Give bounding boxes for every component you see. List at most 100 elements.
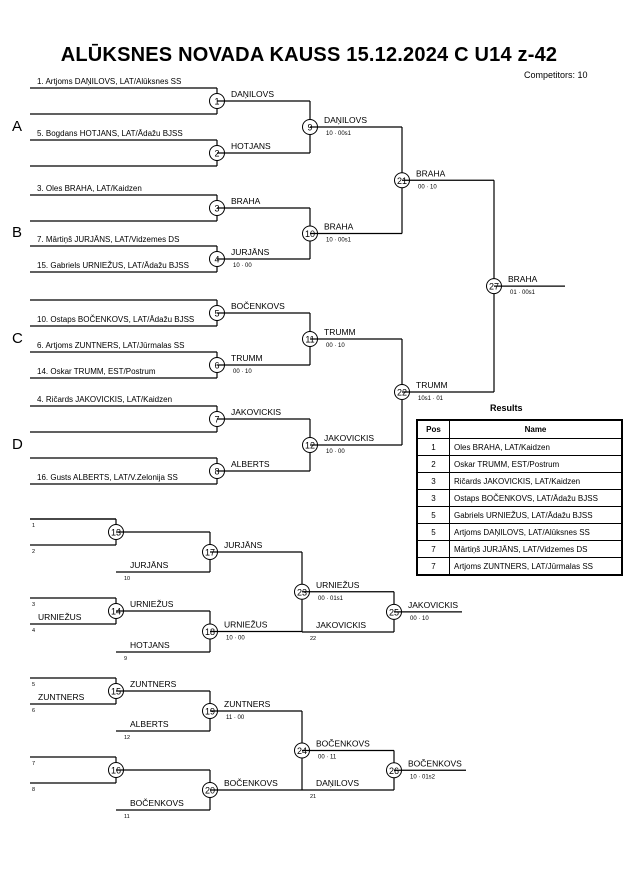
match-winner-name: BRAHA [324,222,354,232]
results-col-name: Name [449,419,623,439]
entry-name: 16. Gusts ALBERTS, LAT/V.Zelonija SS [37,473,178,482]
repechage-source: 22 [310,636,316,642]
repechage-source: 3 [32,602,35,608]
pool-label-c: C [12,330,23,347]
match-winner-name: TRUMM [324,327,356,337]
pool-label-b: B [12,224,23,241]
match-winner-name: ZUNTNERS [130,679,177,689]
repechage-entry-name: HOTJANS [130,640,170,650]
entry-name: 3. Oles BRAHA, LAT/Kaidzen [37,184,142,193]
repechage-entry-name: JAKOVICKIS [316,620,366,630]
match-score: 00 · 11 [318,755,337,761]
match-winner-name: JAKOVICKIS [324,433,374,443]
results-name: Artjoms DAŅILOVS, LAT/Alūksnes SS [449,523,623,541]
entry-name: 15. Gabriels URNIEŽUS, LAT/Ādažu BJSS [37,261,189,270]
results-pos: 1 [416,438,450,456]
repechage-entry-name: BOČENKOVS [130,798,184,808]
entry-name: 1. Artjoms DAŅILOVS, LAT/Alūksnes SS [37,77,181,86]
bronze-winner-name: BOČENKOVS [408,758,462,768]
results-header-row: Pos Name [416,419,623,439]
match-score: 00 · 01s1 [318,596,344,602]
pool-label-a: A [12,118,23,135]
match-score: 00 · 10 [233,369,252,375]
match-winner-name: BOČENKOVS [231,301,285,311]
results-col-pos: Pos [416,419,450,439]
entry-name: 14. Oskar TRUMM, EST/Postrum [37,367,156,376]
results-pos: 5 [416,506,450,524]
repechage-source: 5 [32,682,35,688]
results-name: Oles BRAHA, LAT/Kaidzen [449,438,623,456]
match-winner-name: JAKOVICKIS [231,407,281,417]
match-winner-name: DAŅILOVS [231,89,274,99]
match-winner-name: TRUMM [416,380,448,390]
repechage-source: 21 [310,794,316,800]
repechage-source: 6 [32,708,35,714]
match-score: 10 · 00 [233,263,252,269]
match-winner-name: BRAHA [231,196,261,206]
match-score: 00 · 10 [326,343,345,349]
final-winner-name: BRAHA [508,274,538,284]
match-winner-name: DAŅILOVS [324,115,367,125]
repechage-entry-name: ZUNTNERS [38,692,85,702]
page-title: ALŪKSNES NOVADA KAUSS 15.12.2024 C U14 z… [60,44,558,66]
match-winner-name: ALBERTS [231,459,270,469]
results-name: Mārtiņš JURJĀNS, LAT/Vidzemes DS [449,540,623,558]
repechage-source: 10 [124,576,130,582]
results-name: Artjoms ZUNTNERS, LAT/Jūrmalas SS [449,557,623,576]
entry-name: 4. Ričards JAKOVICKIS, LAT/Kaidzen [37,395,172,404]
match-score: 10 · 01s2 [410,774,436,780]
results-pos: 7 [416,540,450,558]
entry-name: 7. Mārtiņš JURJĀNS, LAT/Vidzemes DS [37,235,179,244]
results-pos: 5 [416,523,450,541]
match-winner-name: ZUNTNERS [224,699,271,709]
results-name: Ostaps BOČENKOVS, LAT/Ādažu BJSS [449,489,623,507]
repechage-entry-name: JURJĀNS [130,560,169,570]
repechage-entry-name: URNIEŽUS [38,612,82,622]
pool-label-d: D [12,436,23,453]
match-winner-name: URNIEŽUS [316,580,360,590]
match-score: 10 · 00s1 [326,238,352,244]
repechage-entry-name: BOČENKOVS [224,778,278,788]
competitors-count: Competitors: 10 [524,70,588,80]
bronze-winner-name: JAKOVICKIS [408,600,458,610]
results-name: Ričards JAKOVICKIS, LAT/Kaidzen [449,472,623,490]
match-winner-name: JURJĀNS [231,247,270,257]
results-name: Gabriels URNIEŽUS, LAT/Ādažu BJSS [449,506,623,524]
entry-name: 5. Bogdans HOTJANS, LAT/Ādažu BJSS [37,129,183,138]
match-score: 01 · 00s1 [510,290,536,296]
match-score: 10s1 · 01 [418,396,444,402]
repechage-source: 8 [32,787,35,793]
results-name: Oskar TRUMM, EST/Postrum [449,455,623,473]
match-winner-name: BOČENKOVS [316,739,370,749]
repechage-entry-name: URNIEŽUS [224,620,268,630]
repechage-entry-name: ALBERTS [130,719,169,729]
entry-name: 6. Artjoms ZUNTNERS, LAT/Jūrmalas SS [37,341,184,350]
entry-name: 10. Ostaps BOČENKOVS, LAT/Ādažu BJSS [37,315,194,324]
results-pos: 3 [416,489,450,507]
match-score: 00 · 10 [418,184,437,190]
results-pos: 2 [416,455,450,473]
match-score: 10 · 00 [326,449,345,455]
match-score: 10 · 00s1 [326,131,352,137]
match-winner-name: JURJĀNS [224,540,263,550]
repechage-source: 12 [124,735,130,741]
match-winner-name: HOTJANS [231,141,271,151]
results-pos: 7 [416,557,450,576]
repechage-entry-name: DAŅILOVS [316,778,359,788]
match-score: 10 · 00 [226,636,245,642]
repechage-source: 1 [32,523,35,529]
match-winner-name: BRAHA [416,168,446,178]
match-score: 11 · 00 [226,715,245,721]
match-winner-name: URNIEŽUS [130,599,174,609]
results-heading: Results [490,403,523,413]
repechage-source: 11 [124,814,130,820]
